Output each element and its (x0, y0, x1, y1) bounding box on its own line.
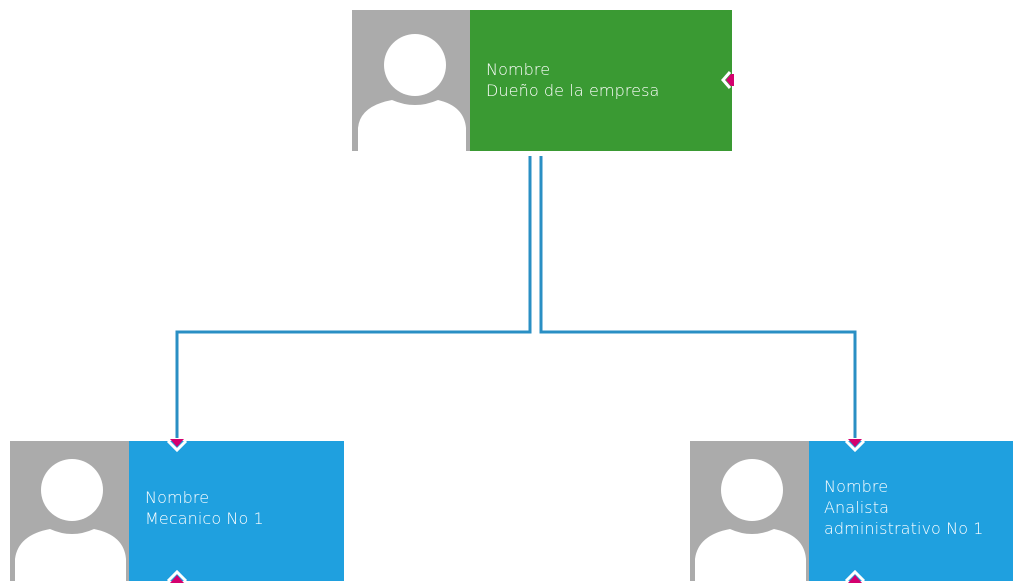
owner-role: Dueño de la empresa (486, 80, 660, 100)
analyst-role-line2: administrativo No 1 (824, 519, 984, 538)
analyst-name: Nombre (824, 477, 889, 496)
person-silhouette-icon (15, 459, 126, 581)
mechanic-role: Mecanico No 1 (145, 509, 264, 528)
avatar (352, 10, 470, 151)
avatar (690, 441, 809, 581)
person-silhouette-icon (358, 34, 466, 151)
owner-name: Nombre (486, 59, 551, 79)
avatar (10, 441, 129, 581)
connector-owner-to-mechanic (175, 156, 532, 438)
person-silhouette-icon (695, 459, 806, 581)
org-node-owner[interactable]: Nombre Dueño de la empresa (352, 10, 734, 151)
mechanic-info-panel: Nombre Mecanico No 1 (129, 439, 344, 583)
org-node-mechanic[interactable]: Nombre Mecanico No 1 (10, 439, 344, 583)
owner-info-panel: Nombre Dueño de la empresa (470, 10, 734, 151)
connector-owner-to-analyst (539, 156, 857, 438)
mechanic-name: Nombre (145, 488, 210, 507)
analyst-role-line1: Analista (824, 498, 889, 517)
org-node-analyst[interactable]: Nombre Analista administrativo No 1 (690, 439, 1013, 583)
analyst-info-panel: Nombre Analista administrativo No 1 (809, 439, 1013, 583)
